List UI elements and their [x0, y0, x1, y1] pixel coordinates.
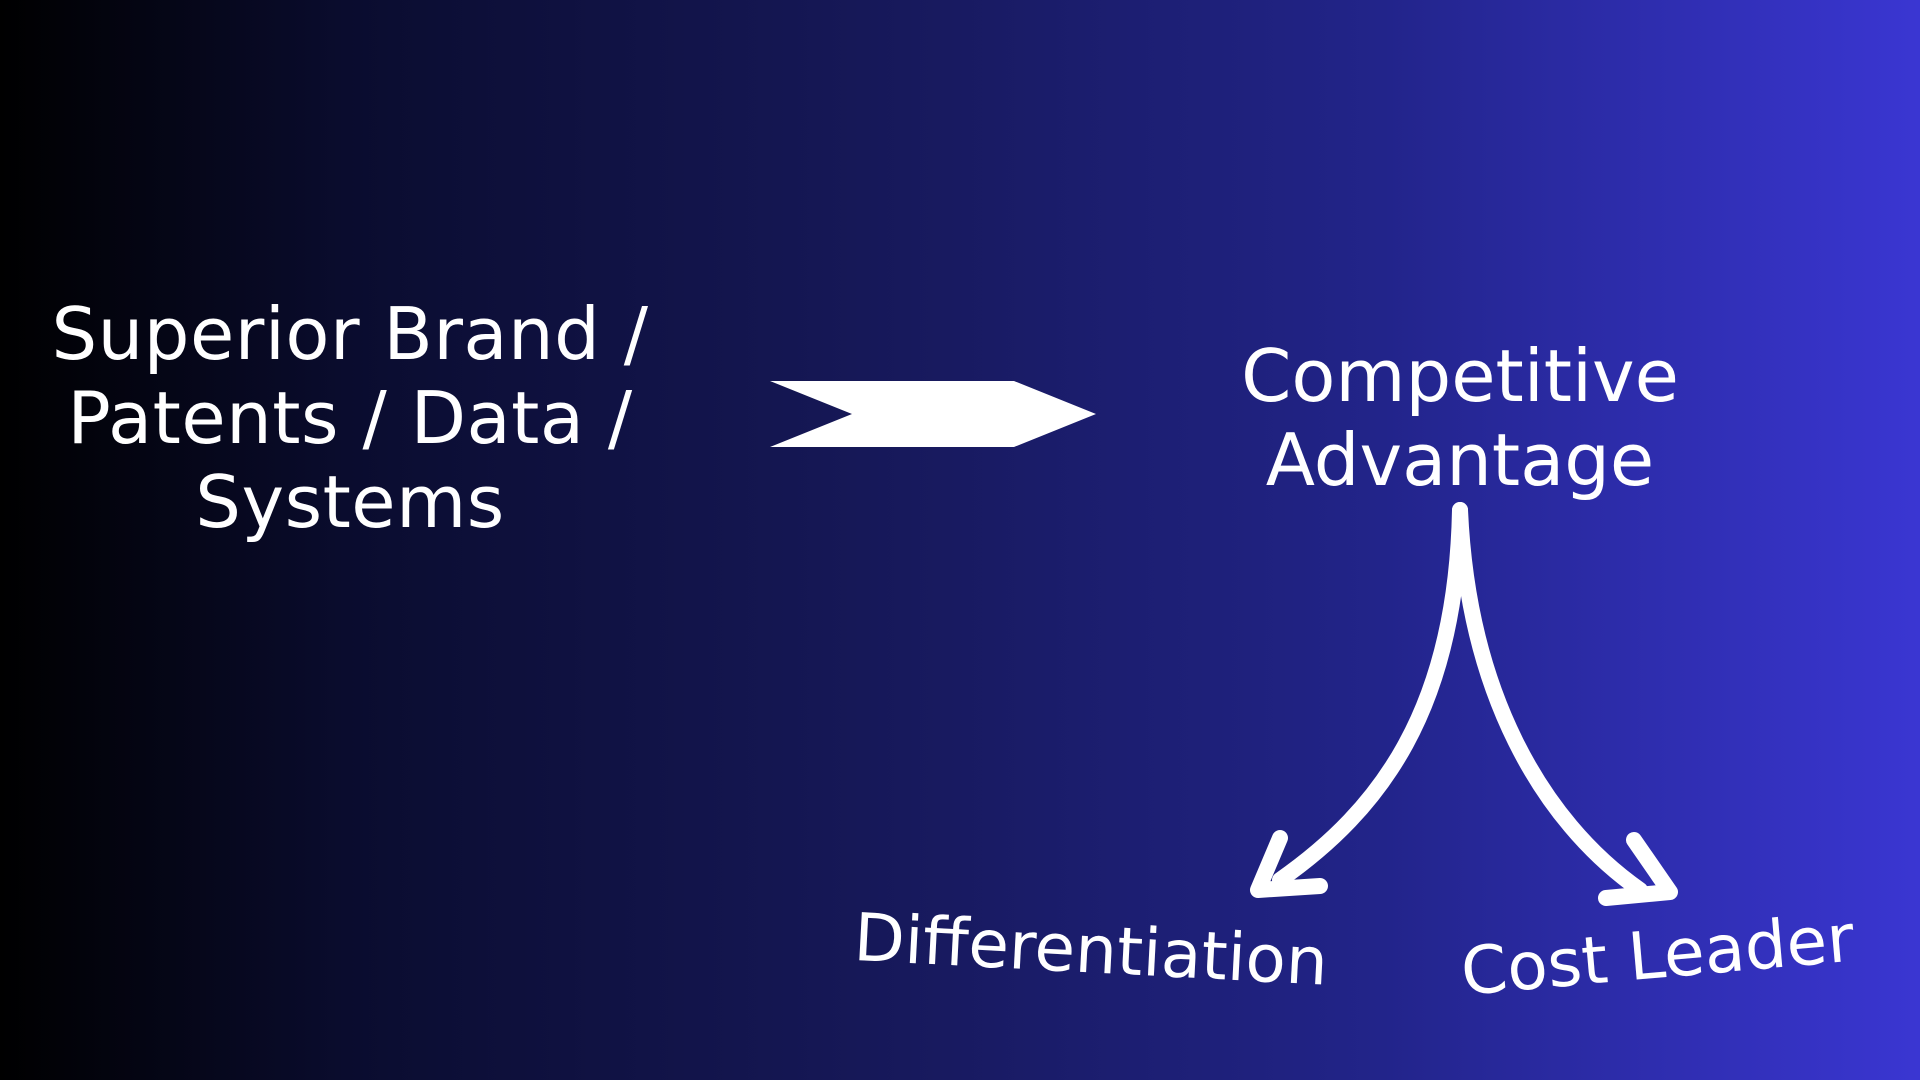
chevron-arrow-icon: [770, 381, 1096, 447]
split-arrows-icon: [1250, 502, 1678, 906]
branch-right-line: [1452, 502, 1648, 898]
branch-left-line: [1272, 502, 1468, 888]
source-line-2: Patents / Data /: [67, 376, 633, 460]
target-line-2: Advantage: [1265, 418, 1655, 502]
source-text: Superior Brand / Patents / Data / System…: [0, 292, 700, 544]
target-line-1: Competitive: [1241, 334, 1679, 418]
source-line-3: Systems: [195, 460, 505, 544]
source-line-1: Superior Brand /: [51, 292, 649, 376]
target-text: Competitive Advantage: [1180, 334, 1740, 502]
branch-left-head: [1250, 830, 1328, 898]
branch-right-head: [1598, 832, 1678, 906]
